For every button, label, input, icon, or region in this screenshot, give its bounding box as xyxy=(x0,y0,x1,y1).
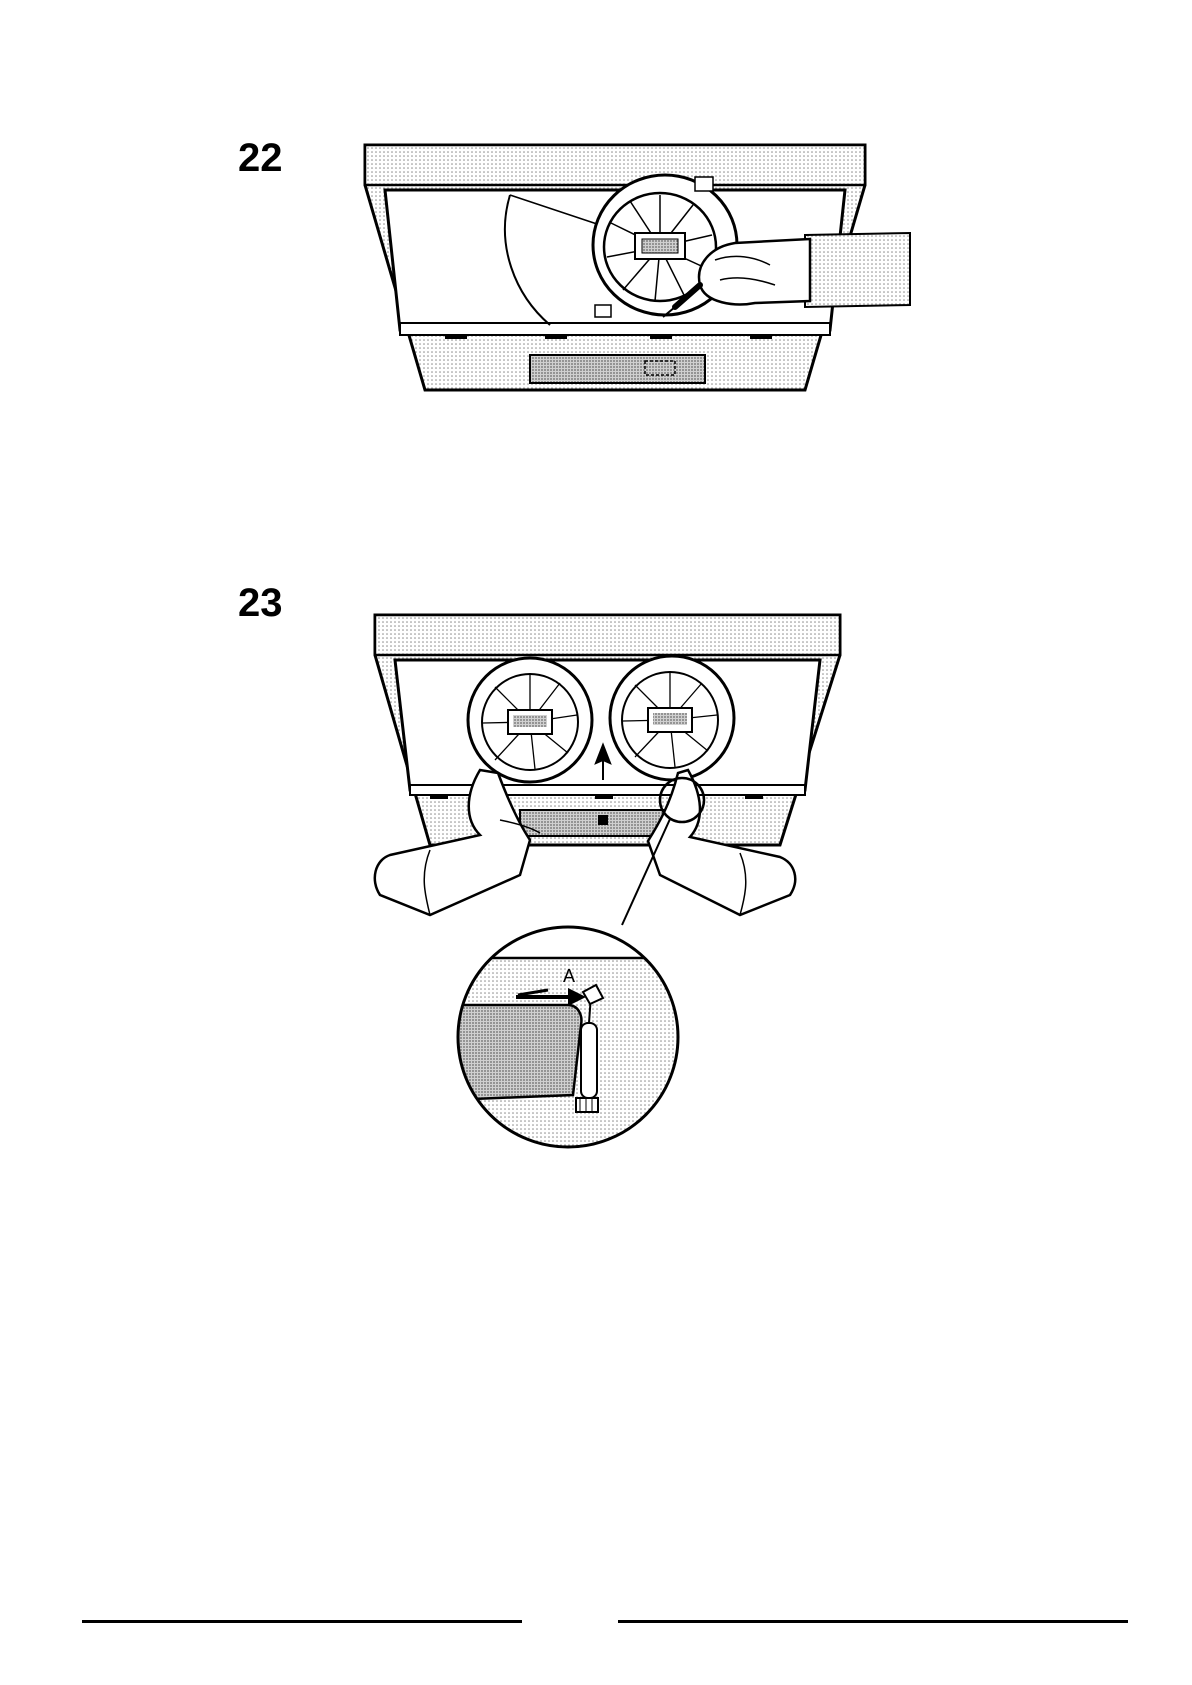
detail-magnified-latch: A xyxy=(448,920,688,1155)
front-rail xyxy=(400,323,830,335)
fan-unit-right xyxy=(610,656,734,780)
hood-top-strip xyxy=(375,615,840,655)
control-panel xyxy=(530,355,705,383)
hood-cavity xyxy=(395,660,820,790)
step-number-22: 22 xyxy=(238,138,283,178)
figure-step-23-twin-fan-removal xyxy=(370,605,850,930)
callout-label-a: A xyxy=(563,966,575,986)
hood-top-strip xyxy=(365,145,865,185)
step-number-23: 23 xyxy=(238,583,283,623)
footer-rule-left xyxy=(82,1620,522,1623)
fan-unit-left xyxy=(468,658,592,782)
footer-rule-right xyxy=(618,1620,1128,1623)
figure-step-22-single-fan-removal xyxy=(355,135,915,400)
